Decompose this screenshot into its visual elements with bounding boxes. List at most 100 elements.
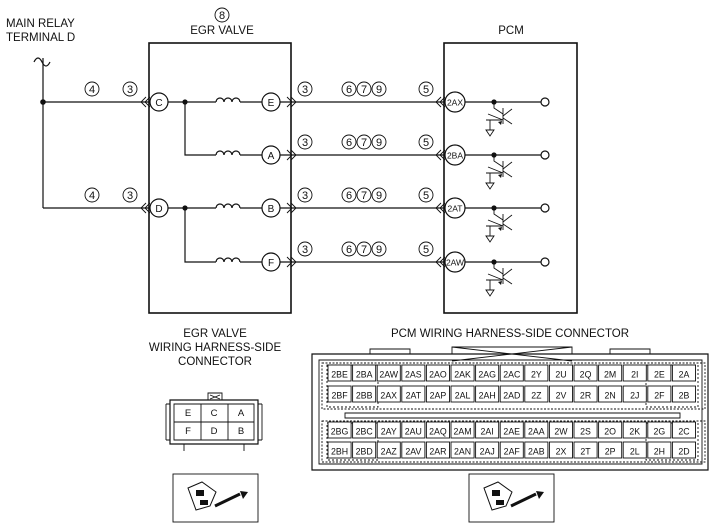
pcm-connector-pin: 2P bbox=[605, 447, 616, 457]
connector-chevron bbox=[140, 202, 151, 214]
connector-view-icon bbox=[468, 473, 555, 523]
pcm-driver-stage bbox=[465, 203, 550, 243]
fuse-symbol bbox=[33, 57, 51, 67]
pcm-connector-cell bbox=[622, 385, 647, 403]
pcm-pin-2aw: 2AW bbox=[444, 251, 466, 273]
pcm-connector-cell bbox=[622, 421, 647, 439]
wire-ref-9: 9 bbox=[371, 81, 387, 97]
svg-text:A: A bbox=[268, 151, 275, 162]
pcm-connector-cell bbox=[524, 421, 549, 439]
svg-text:3: 3 bbox=[302, 84, 308, 96]
wire-ref-6: 6 bbox=[341, 241, 357, 257]
pcm-connector-cell bbox=[376, 385, 401, 403]
pcm-title: PCM bbox=[498, 25, 524, 37]
svg-text:4: 4 bbox=[89, 84, 95, 96]
pcm-connector-pin: 2AW bbox=[379, 370, 398, 380]
pcm-connector-pin: 2X bbox=[556, 447, 567, 457]
pcm-connector-cell bbox=[524, 385, 549, 403]
wire-ref-5: 5 bbox=[418, 187, 434, 203]
egr-terminal-e: E bbox=[261, 92, 281, 112]
wire-ref-3: 3 bbox=[297, 187, 313, 203]
pcm-connector-cell bbox=[499, 441, 524, 459]
coil-symbol bbox=[215, 257, 241, 263]
pcm-connector-cell bbox=[327, 364, 352, 382]
svg-text:3: 3 bbox=[302, 137, 308, 149]
pcm-connector-pin: 2AH bbox=[479, 391, 496, 401]
pcm-connector-cell bbox=[352, 385, 377, 403]
pcm-driver-stage bbox=[465, 97, 550, 137]
egr-internal-wire bbox=[184, 102, 262, 156]
svg-text:6: 6 bbox=[346, 190, 352, 202]
pcm-connector-cell bbox=[327, 385, 352, 403]
signal-wire-4 bbox=[280, 256, 446, 268]
svg-text:7: 7 bbox=[361, 190, 367, 202]
svg-text:3: 3 bbox=[127, 84, 133, 96]
pcm-connector-cell bbox=[450, 441, 475, 459]
pcm-connector-cell bbox=[401, 421, 426, 439]
pcm-box bbox=[443, 42, 578, 314]
signal-wire-1 bbox=[280, 96, 446, 108]
egr-valve-title: EGR VALVE bbox=[190, 25, 254, 37]
pcm-connector-cell bbox=[524, 441, 549, 459]
pcm-driver-stage bbox=[465, 150, 550, 190]
pcm-connector-cell bbox=[499, 385, 524, 403]
pcm-connector-pin: 2AT bbox=[406, 391, 422, 401]
pcm-connector-cell bbox=[376, 441, 401, 459]
wire-ref-7: 7 bbox=[356, 81, 372, 97]
pcm-connector-pin: 2J bbox=[630, 391, 639, 401]
egr-terminal-a: A bbox=[261, 145, 281, 165]
connector-chevron bbox=[140, 96, 151, 108]
pcm-connector-cell bbox=[499, 364, 524, 382]
pcm-connector-pin: 2B bbox=[679, 391, 690, 401]
pcm-connector-cell bbox=[327, 441, 352, 459]
junction-dot bbox=[182, 99, 188, 105]
pcm-connector-cell bbox=[647, 441, 672, 459]
wire-ref-5: 5 bbox=[418, 81, 434, 97]
pcm-connector-cell bbox=[647, 421, 672, 439]
pcm-connector-pin: 2E bbox=[654, 370, 665, 380]
egr-terminal-f: F bbox=[261, 252, 281, 272]
wire-ref-7: 7 bbox=[356, 187, 372, 203]
pcm-connector-pin: 2N bbox=[605, 391, 616, 401]
pcm-connector-pin: 2AE bbox=[503, 427, 520, 437]
pcm-connector-pin: 2AS bbox=[405, 370, 422, 380]
svg-text:6: 6 bbox=[346, 244, 352, 256]
pcm-connector-cell bbox=[524, 364, 549, 382]
pcm-connector-cell bbox=[401, 385, 426, 403]
pcm-connector-cell bbox=[598, 421, 623, 439]
pcm-connector-cell bbox=[425, 364, 450, 382]
svg-text:7: 7 bbox=[361, 84, 367, 96]
pcm-connector-pin: 2BE bbox=[331, 370, 348, 380]
egr-terminal-c: C bbox=[149, 92, 169, 112]
svg-text:9: 9 bbox=[376, 244, 382, 256]
pcm-connector-pin: 2AO bbox=[429, 370, 447, 380]
svg-text:B: B bbox=[268, 204, 275, 215]
egr-connector-label-1: EGR VALVE bbox=[183, 328, 247, 340]
egr-ref-circle: 8 bbox=[214, 7, 230, 23]
svg-text:2AT: 2AT bbox=[448, 204, 463, 214]
wire-ref-5: 5 bbox=[418, 134, 434, 150]
egr-connector-pin: C bbox=[211, 408, 218, 419]
pcm-connector-cell bbox=[647, 364, 672, 382]
main-relay-label: MAIN RELAY bbox=[6, 18, 75, 30]
egr-connector-pin: B bbox=[238, 426, 244, 437]
pcm-connector-pin: 2AP bbox=[430, 391, 447, 401]
pcm-connector-cell bbox=[352, 364, 377, 382]
pcm-connector-cell bbox=[450, 421, 475, 439]
pcm-connector-cell bbox=[499, 421, 524, 439]
pcm-connector-pin: 2AJ bbox=[480, 447, 495, 457]
pcm-connector-pin: 2D bbox=[678, 447, 689, 457]
signal-wire-2 bbox=[280, 149, 446, 161]
egr-connector-pin: E bbox=[185, 408, 191, 419]
coil-symbol bbox=[215, 150, 241, 156]
pcm-connector-pin: 2A bbox=[679, 370, 690, 380]
pcm-connector-pin: 2AF bbox=[504, 447, 521, 457]
pcm-connector-pin: 2AA bbox=[528, 427, 545, 437]
svg-text:9: 9 bbox=[376, 84, 382, 96]
pcm-connector-pin: 2AR bbox=[429, 447, 446, 457]
svg-text:2AX: 2AX bbox=[447, 98, 463, 108]
pcm-connector-pin: 2W bbox=[554, 427, 568, 437]
svg-text:5: 5 bbox=[423, 244, 429, 256]
